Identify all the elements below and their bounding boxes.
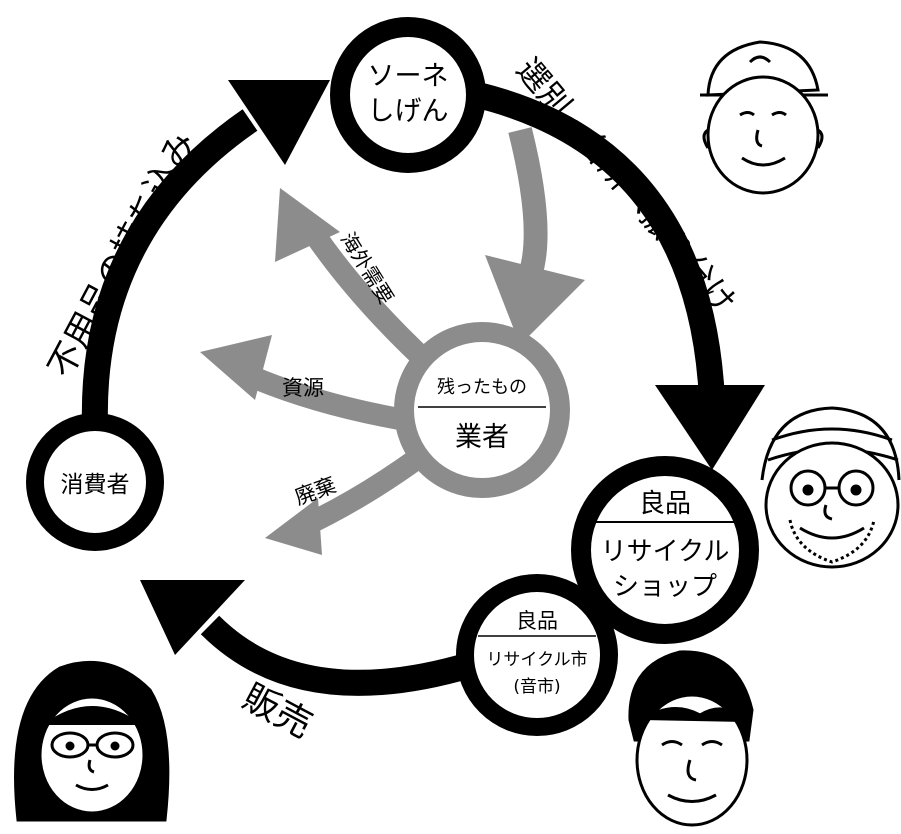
node-dealer-top: 残ったもの (437, 377, 527, 398)
arrowhead-overseas (275, 188, 340, 262)
man-with-cap-face-icon (700, 40, 828, 195)
node-dealer: 残ったもの 業者 (394, 322, 570, 498)
arrow-to-dealer (508, 127, 548, 279)
node-market-line2: (音市) (513, 677, 560, 697)
sub-flow-arrows (200, 127, 585, 555)
node-sone: ソーネ しげん (330, 17, 486, 173)
node-dealer-bottom: 業者 (455, 422, 509, 453)
arrowhead-sort (655, 385, 765, 470)
arrow-bring-in (81, 109, 258, 426)
arrowhead-resource (200, 335, 272, 400)
main-cycle-arrows (81, 80, 765, 696)
arrowhead-to-dealer (485, 255, 585, 345)
node-shop-top: 良品 (639, 489, 691, 519)
arrowhead-bring-in (228, 80, 330, 165)
arrow-sort (474, 82, 725, 401)
node-shop-line2: ショップ (613, 572, 717, 602)
arrowhead-disposal (265, 498, 322, 555)
young-man-face-icon (628, 650, 754, 827)
label-resource: 資源 (282, 376, 324, 400)
woman-with-glasses-face-icon (14, 660, 170, 822)
node-sone-line1: ソーネ (368, 61, 449, 92)
node-shop: 良品 リサイクル ショップ (571, 456, 759, 644)
man-with-glasses-face-icon (760, 406, 901, 569)
node-consumer: 消費者 (26, 413, 164, 551)
arrowhead-sell (140, 580, 245, 655)
label-bring-in: 不用品の持ち込み (41, 125, 204, 384)
node-market-line1: リサイクル市 (486, 650, 587, 670)
node-market: 良品 リサイクル市 (音市) (456, 574, 618, 736)
arrow-resource (250, 367, 407, 431)
arrow-sell (200, 615, 474, 696)
node-consumer-label: 消費者 (61, 472, 130, 498)
node-shop-line1: リサイクル (601, 537, 730, 567)
arrow-overseas (305, 228, 438, 374)
node-market-top: 良品 (516, 609, 558, 633)
node-sone-line2: しげん (368, 96, 449, 127)
